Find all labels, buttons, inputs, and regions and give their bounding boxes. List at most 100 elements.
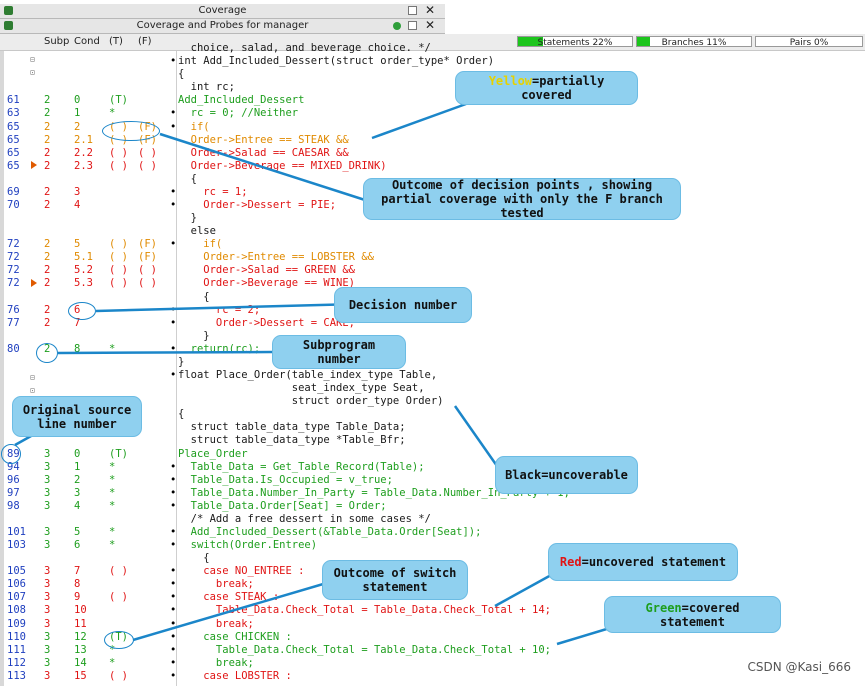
code-row[interactable]: struct table_data_type *Table_Bfr;: [0, 434, 865, 447]
line-number: 65: [7, 120, 20, 133]
false-outcome: (F): [138, 251, 157, 264]
code-row[interactable]: {: [0, 552, 865, 565]
code-row[interactable]: {: [0, 68, 865, 81]
statement-dot: •: [170, 617, 177, 630]
code-row[interactable]: }: [0, 212, 865, 225]
source-text: Order->Dessert = CAKE;: [178, 316, 356, 329]
coverage-titlebar: Coverage ✕: [0, 3, 445, 19]
code-row[interactable]: {: [0, 173, 865, 186]
true-outcome: ( ): [109, 264, 128, 277]
source-text: struct order_type Order): [178, 395, 444, 408]
restore-icon[interactable]: [408, 21, 417, 30]
source-text: int Add_Included_Dessert(struct order_ty…: [178, 55, 495, 68]
statement-dot: •: [170, 55, 177, 68]
source-text: seat_index_type Seat,: [178, 382, 425, 395]
decision-number: 12: [74, 630, 87, 643]
true-outcome: (T): [109, 447, 128, 460]
decision-number: 2: [74, 120, 81, 133]
code-row[interactable]: }: [0, 356, 865, 369]
decision-number: 3: [74, 185, 81, 198]
fold-icon[interactable]: ⊡: [30, 386, 35, 395]
code-row[interactable]: seat_index_type Seat,: [0, 382, 865, 395]
subprogram-number: 3: [44, 539, 51, 551]
line-number: 61: [7, 94, 20, 107]
code-row[interactable]: struct order_type Order): [0, 395, 865, 408]
code-row[interactable]: }: [0, 330, 865, 343]
source-text: Place_Order: [178, 447, 248, 460]
subprogram-number: 2: [44, 185, 51, 198]
arrow-marker-icon: [31, 161, 37, 169]
source-text: Table_Data.Order[Seat] = Order;: [178, 499, 387, 512]
close-icon[interactable]: ✕: [424, 3, 435, 17]
code-row[interactable]: {: [0, 291, 865, 304]
callout-green: Green=covered statement: [604, 596, 781, 633]
close-icon[interactable]: ✕: [424, 18, 435, 32]
decision-number: 0: [74, 447, 81, 460]
decision-number: 3: [74, 486, 81, 499]
line-number: 113: [7, 669, 26, 682]
code-row[interactable]: else: [0, 225, 865, 238]
source-text: switch(Order.Entree): [178, 539, 318, 551]
fold-icon[interactable]: ⊟: [30, 55, 35, 64]
restore-icon[interactable]: [408, 6, 417, 15]
decision-number: 1: [74, 107, 81, 120]
line-number: 97: [7, 486, 20, 499]
code-row[interactable]: /* Add a free dessert in some cases */: [0, 513, 865, 526]
watermark: CSDN @Kasi_666: [747, 660, 851, 674]
false-outcome: ( ): [138, 146, 157, 159]
code-row[interactable]: •int Add_Included_Dessert(struct order_t…: [0, 55, 865, 68]
fold-icon[interactable]: ⊡: [30, 68, 35, 77]
source-text: struct table_data_type *Table_Bfr;: [178, 434, 406, 447]
decision-number: 2.2: [74, 146, 93, 159]
code-row[interactable]: struct table_data_type Table_Data;: [0, 421, 865, 434]
subprogram-number: 3: [44, 578, 51, 591]
yellow-word: Yellow: [488, 74, 533, 88]
probes-icon: [4, 21, 13, 30]
source-text: Order->Beverage == MIXED_DRINK): [178, 159, 387, 172]
line-number: 65: [7, 146, 20, 159]
fold-icon[interactable]: ⊟: [30, 373, 35, 382]
code-row[interactable]: choice, salad, and beverage choice. */: [0, 42, 865, 55]
line-number-ring: [1, 444, 21, 464]
source-text: {: [178, 408, 185, 421]
code-row[interactable]: {: [0, 408, 865, 421]
source-text: break;: [178, 617, 254, 630]
source-text: {: [178, 290, 210, 303]
line-number: 80: [7, 342, 20, 355]
subprogram-number: 2: [44, 303, 51, 316]
source-text: if(: [178, 120, 210, 133]
statement-dot: •: [170, 565, 177, 578]
code-row[interactable]: •float Place_Order(table_index_type Tabl…: [0, 369, 865, 382]
source-text: Table_Data.Check_Total = Table_Data.Chec…: [178, 604, 551, 617]
source-text: }: [178, 329, 210, 342]
source-text: rc = 0; //Neither: [178, 107, 299, 120]
source-text: int rc;: [178, 81, 235, 94]
statement-dot: •: [170, 238, 177, 251]
source-text: float Place_Order(table_index_type Table…: [178, 369, 438, 381]
code-row[interactable]: int rc;: [0, 81, 865, 94]
